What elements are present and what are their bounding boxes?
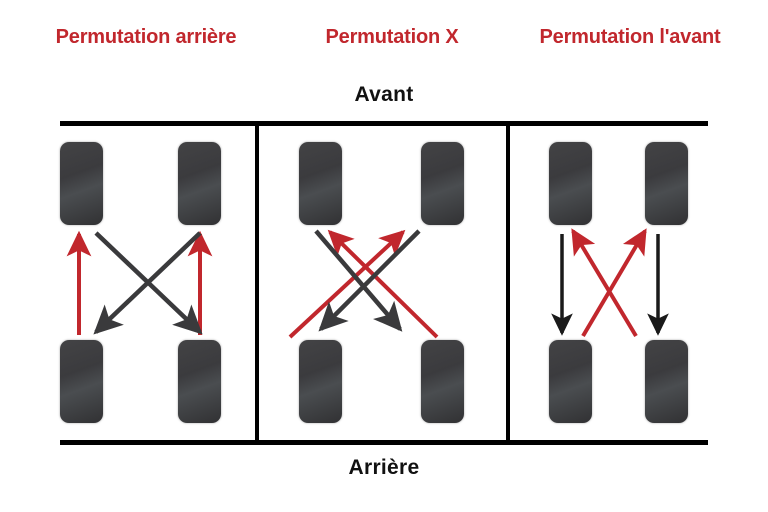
panel-title-x: Permutation X [325, 26, 459, 48]
arrow-rear-left-to-front-right [288, 229, 406, 339]
frame-line-bottom [60, 440, 708, 445]
tire-rear-left [60, 340, 103, 423]
tire-rear-right [178, 340, 221, 423]
panel-divider-2 [506, 121, 510, 445]
panel-rear-rotation [60, 121, 255, 445]
tire-front-left [549, 142, 592, 225]
panel-x-arrows [288, 229, 439, 339]
tire-front-right [178, 142, 221, 225]
arrow-rear-left-to-front-right [581, 228, 647, 338]
arrow-rear-right-to-front-left [327, 229, 439, 339]
arrow-front-right-to-rear-left [93, 231, 202, 335]
tire-rear-left [549, 340, 592, 423]
panel-front-arrows [551, 228, 669, 338]
tire-front-right [645, 142, 688, 225]
tire-front-left [299, 142, 342, 225]
label-rear-axis: Arrière [348, 456, 420, 479]
tire-rear-left [299, 340, 342, 423]
panel-divider-1 [255, 121, 259, 445]
panel-rear-arrows [66, 230, 213, 335]
panel-title-front: Permutation l'avant [539, 26, 721, 48]
frame-line-top [60, 121, 708, 126]
tire-front-right [421, 142, 464, 225]
arrow-front-left-to-rear-right [314, 229, 403, 332]
label-front-axis: Avant [354, 83, 414, 106]
tire-rear-right [645, 340, 688, 423]
panel-front-rotation [510, 121, 708, 445]
arrow-rear-right-to-front-left [571, 228, 638, 338]
panel-titles-row: Permutation arrière Permutation X Permut… [0, 22, 768, 52]
tire-front-left [60, 142, 103, 225]
panel-title-rear: Permutation arrière [55, 26, 237, 48]
arrow-front-right-to-rear-left [318, 229, 421, 332]
tire-rear-right [421, 340, 464, 423]
panel-x-rotation [259, 121, 506, 445]
